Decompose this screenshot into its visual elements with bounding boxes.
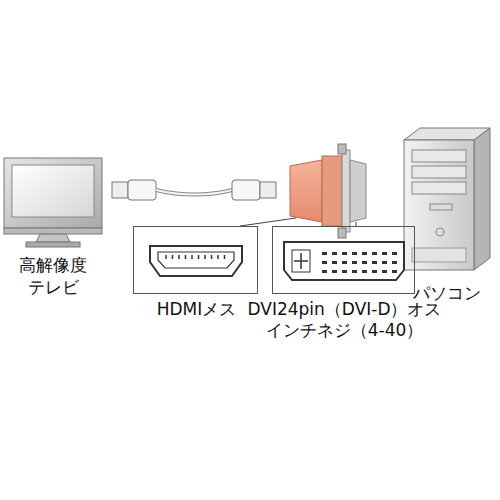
- leader-line: [240, 218, 296, 226]
- pc-label: パソコン: [402, 282, 492, 304]
- pc-figure: [404, 128, 490, 270]
- adapter-figure: [290, 144, 366, 238]
- hdmi-connector-box: HDMIメス: [133, 226, 258, 294]
- dvi-port-icon: [284, 242, 404, 280]
- tv-label: 高解像度 テレビ: [8, 254, 98, 298]
- hdmi-port-icon: [150, 246, 242, 276]
- hdmi-cable: [112, 180, 276, 200]
- dvi-connector-box: DVI24pin（DVI-D）オス インチネジ（4-40）: [272, 226, 415, 294]
- connector-label: DVI24pin（DVI-D）オス インチネジ（4-40）: [245, 299, 445, 342]
- tv-figure: [4, 158, 102, 247]
